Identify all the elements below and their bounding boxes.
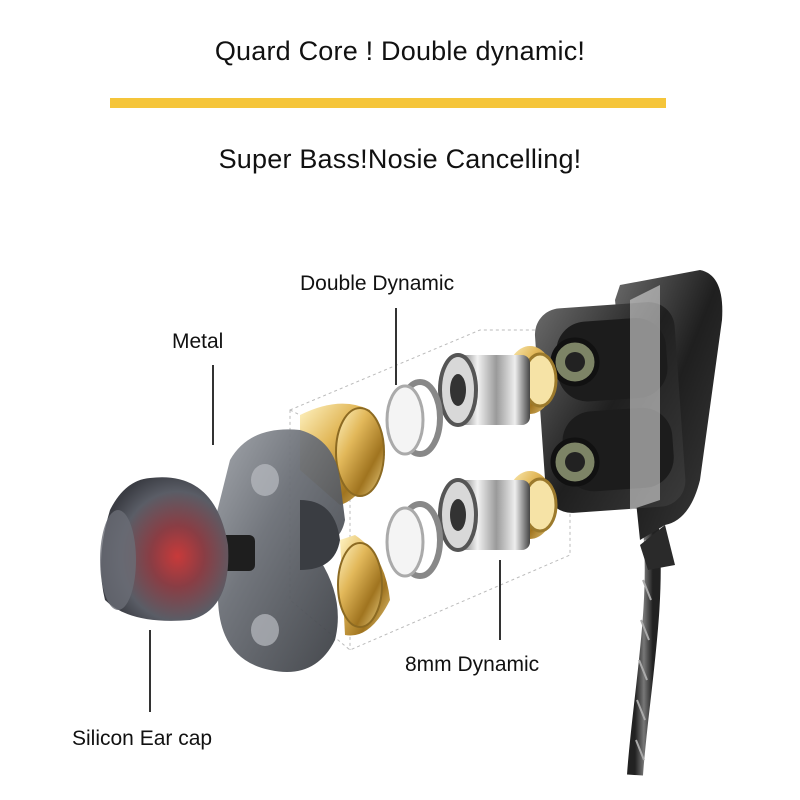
headline-super-bass: Super Bass!Nosie Cancelling!	[218, 144, 582, 174]
chrome-drivers	[438, 353, 530, 552]
label-silicon-ear-cap: Silicon Ear cap	[72, 727, 213, 750]
rear-housing	[534, 270, 723, 570]
headline-quad-core: Quard Core ! Double dynamic!	[214, 36, 586, 66]
label-metal: Metal	[172, 330, 224, 353]
diaphragm-rings	[385, 379, 443, 579]
silicon-ear-cap	[100, 477, 229, 621]
accent-divider-bar	[110, 98, 666, 108]
label-8mm-dynamic: 8mm Dynamic	[405, 653, 540, 676]
label-double-dynamic: Double Dynamic	[300, 272, 455, 295]
metal-front-housing	[215, 429, 345, 672]
